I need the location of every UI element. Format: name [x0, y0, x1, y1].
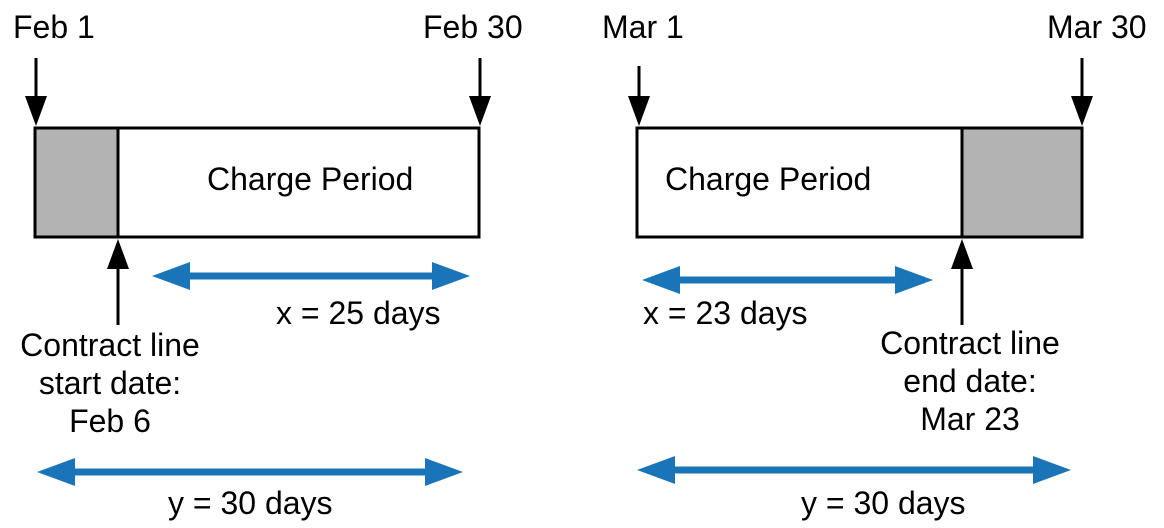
arrowhead	[951, 239, 973, 269]
arrowhead	[628, 96, 650, 126]
arrowhead	[895, 266, 933, 294]
feb-contract-line-2: start date:	[38, 365, 182, 401]
feb-end-label: Feb 30	[423, 9, 523, 45]
feb-y-span-arrow	[37, 458, 463, 486]
feb-contract-start-label: Contract line start date: Feb 6	[8, 326, 212, 440]
feb-contract-line-1: Contract line	[20, 327, 200, 363]
feb-x-span-arrow	[152, 262, 470, 290]
feb-bar-label: Charge Period	[207, 161, 414, 197]
mar-contract-end-label: Contract line end date: Mar 23	[866, 324, 1074, 438]
mar-contract-line-1: Contract line	[880, 325, 1060, 361]
feb-contract-start-arrow	[107, 239, 129, 325]
arrowhead	[1071, 96, 1093, 126]
arrowhead	[469, 96, 491, 126]
mar-contract-end-arrow	[951, 239, 973, 325]
mar-start-label: Mar 1	[602, 9, 684, 45]
feb-start-arrow	[25, 58, 47, 126]
mar-contract-line-3: Mar 23	[920, 401, 1020, 437]
feb-y-span-label: y = 30 days	[168, 485, 333, 521]
panel-february	[25, 58, 491, 486]
mar-y-span-arrow	[637, 456, 1071, 484]
feb-start-label: Feb 1	[13, 9, 95, 45]
arrowhead	[637, 456, 675, 484]
mar-x-span-arrow	[642, 266, 933, 294]
mar-shaded-segment	[962, 128, 1082, 237]
arrowhead	[1033, 456, 1071, 484]
feb-charge-period-bar	[33, 126, 481, 239]
mar-contract-line-2: end date:	[903, 363, 1037, 399]
panel-march	[628, 58, 1093, 484]
arrowhead	[425, 458, 463, 486]
mar-start-arrow	[628, 66, 650, 126]
mar-charge-period-bar	[635, 126, 1084, 239]
arrowhead	[25, 96, 47, 126]
mar-y-span-label: y = 30 days	[801, 485, 966, 521]
mar-bar-label: Charge Period	[665, 161, 872, 197]
arrowhead	[432, 262, 470, 290]
mar-end-label: Mar 30	[1047, 9, 1147, 45]
arrowhead	[107, 239, 129, 269]
mar-x-span-label: x = 23 days	[643, 295, 808, 331]
arrowhead	[642, 266, 680, 294]
mar-end-arrow	[1071, 58, 1093, 126]
arrowhead	[37, 458, 75, 486]
arrowhead	[152, 262, 190, 290]
feb-end-arrow	[469, 58, 491, 126]
feb-x-span-label: x = 25 days	[276, 295, 441, 331]
feb-contract-line-3: Feb 6	[69, 403, 151, 439]
feb-shaded-segment	[35, 128, 118, 237]
